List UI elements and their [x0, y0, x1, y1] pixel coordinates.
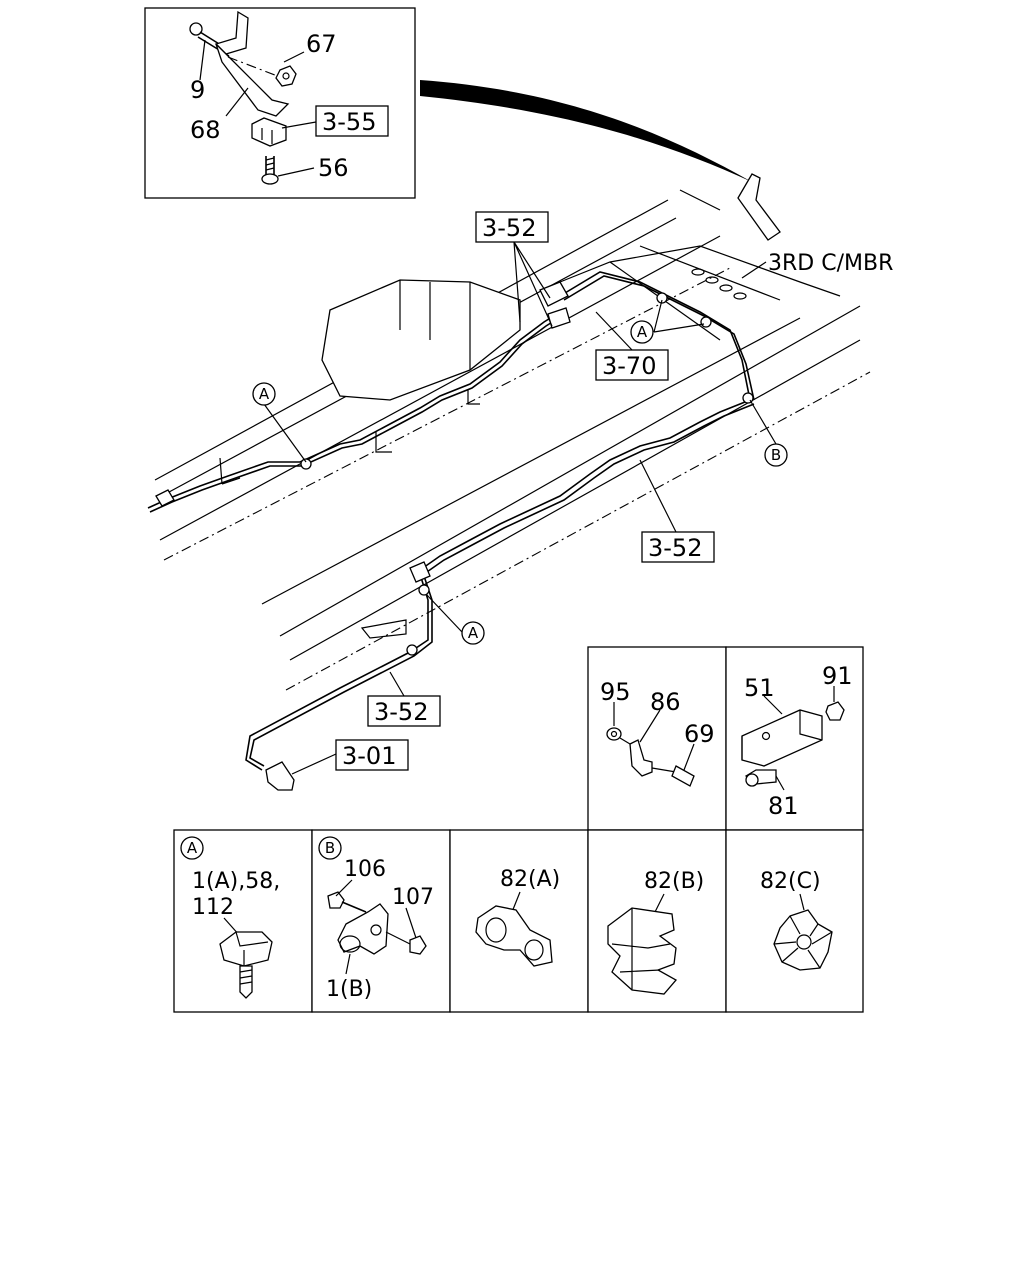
- brake-pipe-to-hose: [245, 573, 429, 771]
- nut-95: [606, 727, 622, 741]
- svg-text:A: A: [637, 323, 648, 341]
- svg-text:A: A: [259, 385, 270, 403]
- detail-panels-lower: A 1(A),58, 112 B 106 107 1(B) 82(A) 82(B…: [173, 829, 864, 1013]
- nut-107: [409, 935, 427, 955]
- label-82a: 82(A): [500, 867, 560, 892]
- label-51: 51: [744, 674, 775, 702]
- bolt-106: [327, 891, 345, 909]
- label-106: 106: [344, 857, 386, 882]
- top-inset: 9 67 68 56 3-55: [144, 7, 416, 199]
- clip-1a: [219, 931, 273, 967]
- ref-3-70: 3-70: [602, 352, 656, 380]
- ref-box-3-55: [315, 105, 389, 137]
- detail-panels-upper: 95 86 69 51 91 81: [587, 646, 864, 831]
- ref-box-3-52-top: [475, 211, 549, 243]
- joint-c: [155, 489, 175, 507]
- clip-a5: [406, 644, 418, 656]
- panel-a-label-line1: 1(A),58,: [192, 869, 280, 894]
- label-107: 107: [392, 885, 434, 910]
- svg-text:B: B: [771, 446, 781, 464]
- ref-box-3-52-low: [367, 695, 441, 727]
- marker-a-left: A: [252, 382, 276, 406]
- bolt-69: [671, 765, 695, 787]
- clip-a3: [700, 316, 712, 328]
- svg-text:A: A: [468, 624, 479, 642]
- label-68: 68: [190, 116, 221, 144]
- label-9: 9: [190, 76, 205, 104]
- label-69: 69: [684, 720, 715, 748]
- clip-3-55: [251, 117, 287, 147]
- label-91: 91: [822, 662, 853, 690]
- label-86: 86: [650, 688, 681, 716]
- clip-a1: [300, 458, 312, 470]
- ref-box-3-70: [595, 349, 669, 381]
- nut-67: [275, 65, 297, 87]
- clip-1a-stud: [239, 965, 253, 999]
- callout-wedge: [420, 80, 752, 182]
- fuel-tank: [321, 279, 521, 401]
- ref-3-52-top: 3-52: [482, 214, 536, 242]
- ref-3-52-low: 3-52: [374, 698, 428, 726]
- ref-box-3-52-mid: [641, 531, 715, 563]
- svg-text:B: B: [325, 839, 335, 857]
- marker-a-crossmember: A: [630, 320, 654, 344]
- bracket-68: [215, 43, 290, 117]
- brake-hose-3-01: [265, 761, 295, 791]
- clip-a4: [418, 584, 430, 596]
- svg-text:A: A: [187, 839, 198, 857]
- label-67: 67: [306, 30, 337, 58]
- panel-a-label-line2: 112: [192, 895, 234, 920]
- label-81: 81: [768, 792, 799, 820]
- brake-pipe-left: [147, 311, 561, 509]
- ref-box-3-01: [335, 739, 409, 771]
- chassis-main: 3-52 3-70 3-52 3-52 3-01 3RD C/MBR A A B…: [147, 173, 893, 791]
- bolt-56: [261, 156, 279, 185]
- label-82b: 82(B): [644, 869, 704, 894]
- ref-3-52-mid: 3-52: [648, 534, 702, 562]
- ref-3-55: 3-55: [322, 108, 376, 136]
- marker-a-panel: A: [180, 836, 204, 860]
- marker-b-panel: B: [318, 836, 342, 860]
- joint-a: [539, 281, 569, 307]
- label-82c: 82(C): [760, 869, 821, 894]
- clip-82a: [475, 905, 553, 967]
- label-1b: 1(B): [326, 977, 372, 1002]
- label-95: 95: [600, 678, 631, 706]
- clip-1b: [337, 903, 389, 955]
- crossmember-bracket: [737, 173, 781, 241]
- crossmember-label: 3RD C/MBR: [768, 251, 893, 276]
- nut-91: [825, 701, 845, 721]
- brake-pipe-right: [419, 399, 751, 571]
- bracket-86: [629, 739, 653, 777]
- clip-a2: [656, 292, 668, 304]
- marker-b: B: [764, 443, 788, 467]
- marker-a-lower: A: [461, 621, 485, 645]
- label-56: 56: [318, 154, 349, 182]
- ref-3-01: 3-01: [342, 742, 396, 770]
